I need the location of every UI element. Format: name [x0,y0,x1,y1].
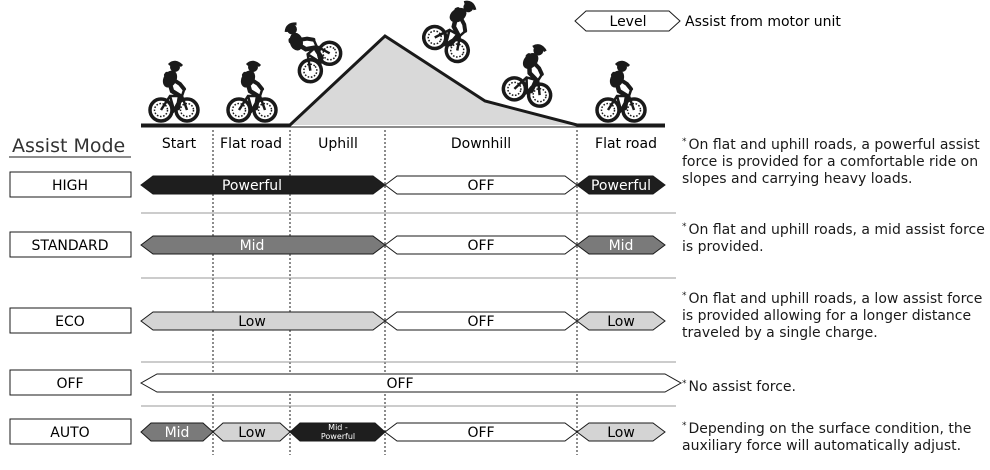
standard-pill-off-label: OFF [467,238,494,254]
mode-box-high [9,171,132,198]
rider-icon-uphill [270,10,345,86]
legend-shape [574,10,681,32]
mode-label-off: OFF [56,376,83,392]
off-pill-off-label: OFF [386,376,413,392]
segment-flat-road-end: Flat road [595,136,657,152]
mode-label-eco: ECO [55,314,85,330]
note-off-text: No assist force. [688,379,796,395]
segment-uphill: Uphill [318,136,358,152]
mode-box-standard [9,231,132,258]
auto-pill-low-end-label: Low [607,425,635,441]
segment-start: Start [162,136,197,152]
note-marker: * [682,137,687,147]
legend-shape-label: Level [610,14,647,30]
mode-box-eco [9,307,132,334]
auto-pill-mid-powerful-label-line1: Mid - [328,423,348,432]
auto-pill-low-label: Low [238,425,266,441]
high-pill-powerful-end-label: Powerful [591,178,651,194]
rider-icon-flat [228,62,276,121]
rider-icon-downhill-top [420,0,491,66]
segment-downhill: Downhill [451,136,511,152]
auto-pill-off-label: OFF [467,425,494,441]
eco-pill-low-end-label: Low [607,314,635,330]
row-separators [141,212,676,407]
auto-pill-mid-label: Mid [165,425,190,441]
note-eco-text: On flat and uphill roads, a low assist f… [682,291,983,341]
note-off: *No assist force. [682,376,988,396]
note-marker: * [682,291,687,301]
note-high-text: On flat and uphill roads, a powerful ass… [682,137,980,187]
note-standard: *On flat and uphill roads, a mid assist … [682,219,988,256]
off-pill-off [139,373,683,393]
note-marker: * [682,379,687,389]
note-auto: *Depending on the surface condition, the… [682,418,988,455]
segment-flat-road: Flat road [220,136,282,152]
eco-pill-low-end [576,311,666,331]
standard-pill-mid-label: Mid [240,238,265,254]
mode-box-auto [9,418,132,445]
auto-pill-low-end [576,422,666,442]
note-marker: * [682,222,687,232]
mode-label-high: HIGH [52,178,88,194]
eco-pill-low-label: Low [238,314,266,330]
mode-box-off [9,369,132,396]
standard-pill-mid-end-label: Mid [609,238,634,254]
rider-icon-start [150,62,198,121]
high-pill-powerful-end [576,175,666,195]
rider-icon-downhill-bottom [501,40,562,109]
auto-pill-mid-powerful-label-line2: Powerful [321,432,355,441]
note-auto-text: Depending on the surface condition, the … [682,421,972,454]
standard-pill-mid-end [576,235,666,255]
legend-description: Assist from motor unit [685,14,841,30]
assist-mode-heading: Assist Mode [12,135,125,157]
note-eco: *On flat and uphill roads, a low assist … [682,288,988,342]
note-high: *On flat and uphill roads, a powerful as… [682,134,988,188]
mode-label-auto: AUTO [50,425,89,441]
rider-icon-flat-end [597,62,645,121]
note-standard-text: On flat and uphill roads, a mid assist f… [682,222,985,255]
mode-label-standard: STANDARD [31,238,108,254]
terrain-line [141,34,665,127]
high-pill-powerful-label: Powerful [222,178,282,194]
eco-pill-off-label: OFF [467,314,494,330]
note-marker: * [682,421,687,431]
high-pill-off-label: OFF [467,178,494,194]
